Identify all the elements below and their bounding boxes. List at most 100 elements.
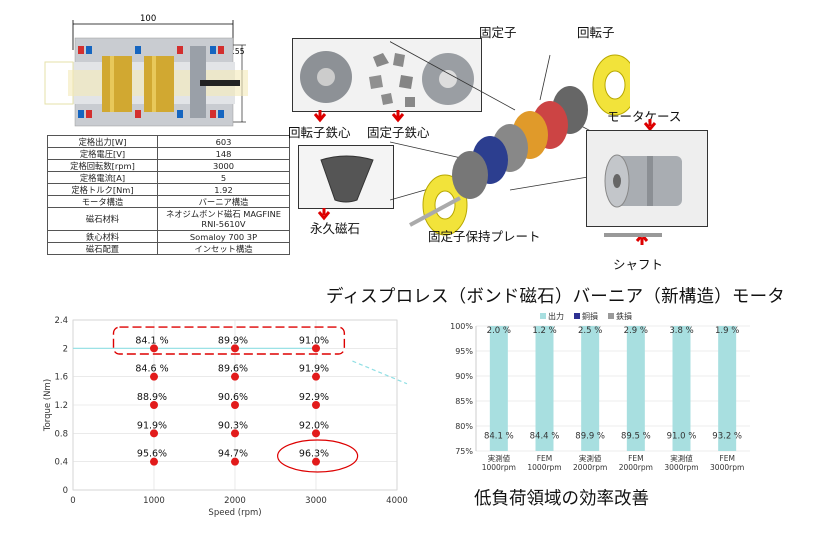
- data-label: 92.0%: [299, 420, 329, 431]
- y-tick-label: 85%: [455, 397, 473, 406]
- x-tick-label: FEM: [719, 454, 735, 463]
- data-label: 96.3%: [299, 449, 329, 460]
- y-tick-label: 1.2: [54, 401, 68, 411]
- data-point: [150, 372, 158, 381]
- spec-value: 148: [157, 147, 290, 160]
- data-point: [150, 457, 158, 466]
- bar-label: 84.1 %: [484, 432, 514, 442]
- bar-segment: [718, 326, 737, 451]
- x-tick-label: FEM: [628, 454, 644, 463]
- bar-segment: [489, 326, 508, 451]
- x-tick-label: 4000: [386, 496, 408, 506]
- legend-swatch: [574, 313, 580, 319]
- data-label: 84.1 %: [135, 335, 168, 346]
- spec-value: Somaloy 700 3P: [157, 230, 290, 243]
- spec-value: 3000: [157, 159, 290, 172]
- guide-line: [352, 360, 408, 385]
- bar-label: 93.2 %: [712, 432, 742, 442]
- y-tick-label: 80%: [455, 422, 473, 431]
- bar-label: 3.8 %: [669, 326, 693, 336]
- data-label: 84.6 %: [135, 364, 168, 375]
- bar-segment: [672, 326, 691, 451]
- legend-label: 銅損: [582, 311, 598, 321]
- table-row: モータ構造バーニア構造: [47, 195, 290, 208]
- y-tick-label: 2: [63, 344, 68, 354]
- x-tick-label: FEM: [537, 454, 553, 463]
- x-tick-label: 実測値: [670, 453, 693, 463]
- rated-point-highlight: [112, 326, 346, 355]
- bar-segment: [535, 326, 554, 451]
- spec-value: 1.92: [157, 183, 290, 196]
- bar-label: 84.4 %: [530, 432, 560, 442]
- data-label: 88.9%: [137, 392, 167, 403]
- bar-label: 1.9 %: [715, 326, 739, 336]
- data-label: 90.6%: [218, 392, 248, 403]
- spec-label: 定格トルク[Nm]: [47, 183, 158, 196]
- bar-label: 2.9 %: [624, 326, 648, 336]
- y-tick-label: 0.8: [54, 429, 68, 439]
- shaft-label: シャフト: [613, 257, 664, 272]
- data-point: [312, 372, 320, 381]
- data-point: [312, 429, 320, 438]
- magnet-label: 永久磁石: [310, 221, 361, 236]
- data-point: [312, 344, 320, 353]
- data-label: 91.9%: [137, 420, 167, 431]
- bar-segment: [581, 326, 600, 451]
- data-label: 90.3%: [218, 420, 248, 431]
- x-tick-label: 実測値: [579, 453, 602, 463]
- table-row: 定格回転数[rpm]3000: [47, 159, 290, 172]
- data-label: 95.6%: [137, 449, 167, 460]
- spec-label: 定格回転数[rpm]: [47, 159, 158, 172]
- rotor-core-label: 回転子鉄心: [288, 125, 351, 140]
- bar-label: 2.0 %: [487, 326, 511, 336]
- bar-label: 89.9 %: [575, 432, 605, 442]
- legend-label: 鉄損: [616, 311, 632, 321]
- y-tick-label: 95%: [455, 347, 473, 356]
- x-tick-label: 0: [70, 496, 75, 506]
- y-tick-label: 1.6: [54, 373, 68, 383]
- data-point: [312, 401, 320, 409]
- x-tick-label: 2000rpm: [573, 463, 607, 472]
- data-point: [150, 344, 158, 353]
- x-axis-label: Speed (rpm): [208, 508, 261, 518]
- shaft-photo: [604, 233, 662, 237]
- data-label: 91.9%: [299, 364, 329, 375]
- bar-label: 91.0 %: [667, 432, 697, 442]
- x-tick-label: 2000rpm: [619, 463, 653, 472]
- spec-table: 定格出力[W]603 定格電圧[V]148 定格回転数[rpm]3000 定格電…: [47, 135, 290, 255]
- dim-width-label: 100: [140, 14, 156, 24]
- y-tick-label: 2.4: [54, 316, 68, 326]
- data-point: [150, 429, 158, 438]
- legend-swatch: [608, 313, 614, 319]
- data-point: [231, 429, 239, 438]
- main-title: ディスプロレス（ボンド磁石）バーニア（新構造）モータ: [326, 287, 785, 307]
- y-tick-label: 0.4: [54, 458, 68, 468]
- x-tick-label: 3000rpm: [710, 463, 744, 472]
- x-tick-label: 3000: [305, 496, 327, 506]
- stator-plate-label: 固定子保持プレート: [428, 229, 541, 244]
- spec-label: 定格出力[W]: [47, 135, 158, 148]
- motor-photo: [586, 130, 708, 227]
- data-point: [231, 372, 239, 381]
- spec-label: 定格電流[A]: [47, 171, 158, 184]
- data-label: 89.9%: [218, 335, 248, 346]
- x-tick-label: 1000rpm: [527, 463, 561, 472]
- bar-segment: [626, 326, 645, 451]
- low-load-highlight: [277, 439, 359, 473]
- stator-core-label: 固定子鉄心: [367, 125, 430, 140]
- table-row: 定格出力[W]603: [47, 135, 290, 148]
- spec-label: 定格電圧[V]: [47, 147, 158, 160]
- y-tick-label: 0: [63, 486, 68, 496]
- data-label: 91.0%: [299, 335, 329, 346]
- spec-label: 磁石材料: [47, 207, 158, 231]
- x-tick-label: 2000: [224, 496, 246, 506]
- table-row: 定格電流[A]5: [47, 171, 290, 184]
- y-axis-label: Torque (Nm): [43, 379, 53, 432]
- data-point: [312, 457, 320, 466]
- spec-label: 鉄心材料: [47, 230, 158, 243]
- spec-value: 5: [157, 171, 290, 184]
- magnet-photo: [298, 145, 394, 209]
- table-row: 定格電圧[V]148: [47, 147, 290, 160]
- x-tick-label: 実測値: [488, 453, 511, 463]
- legend-label: 出力: [548, 311, 564, 321]
